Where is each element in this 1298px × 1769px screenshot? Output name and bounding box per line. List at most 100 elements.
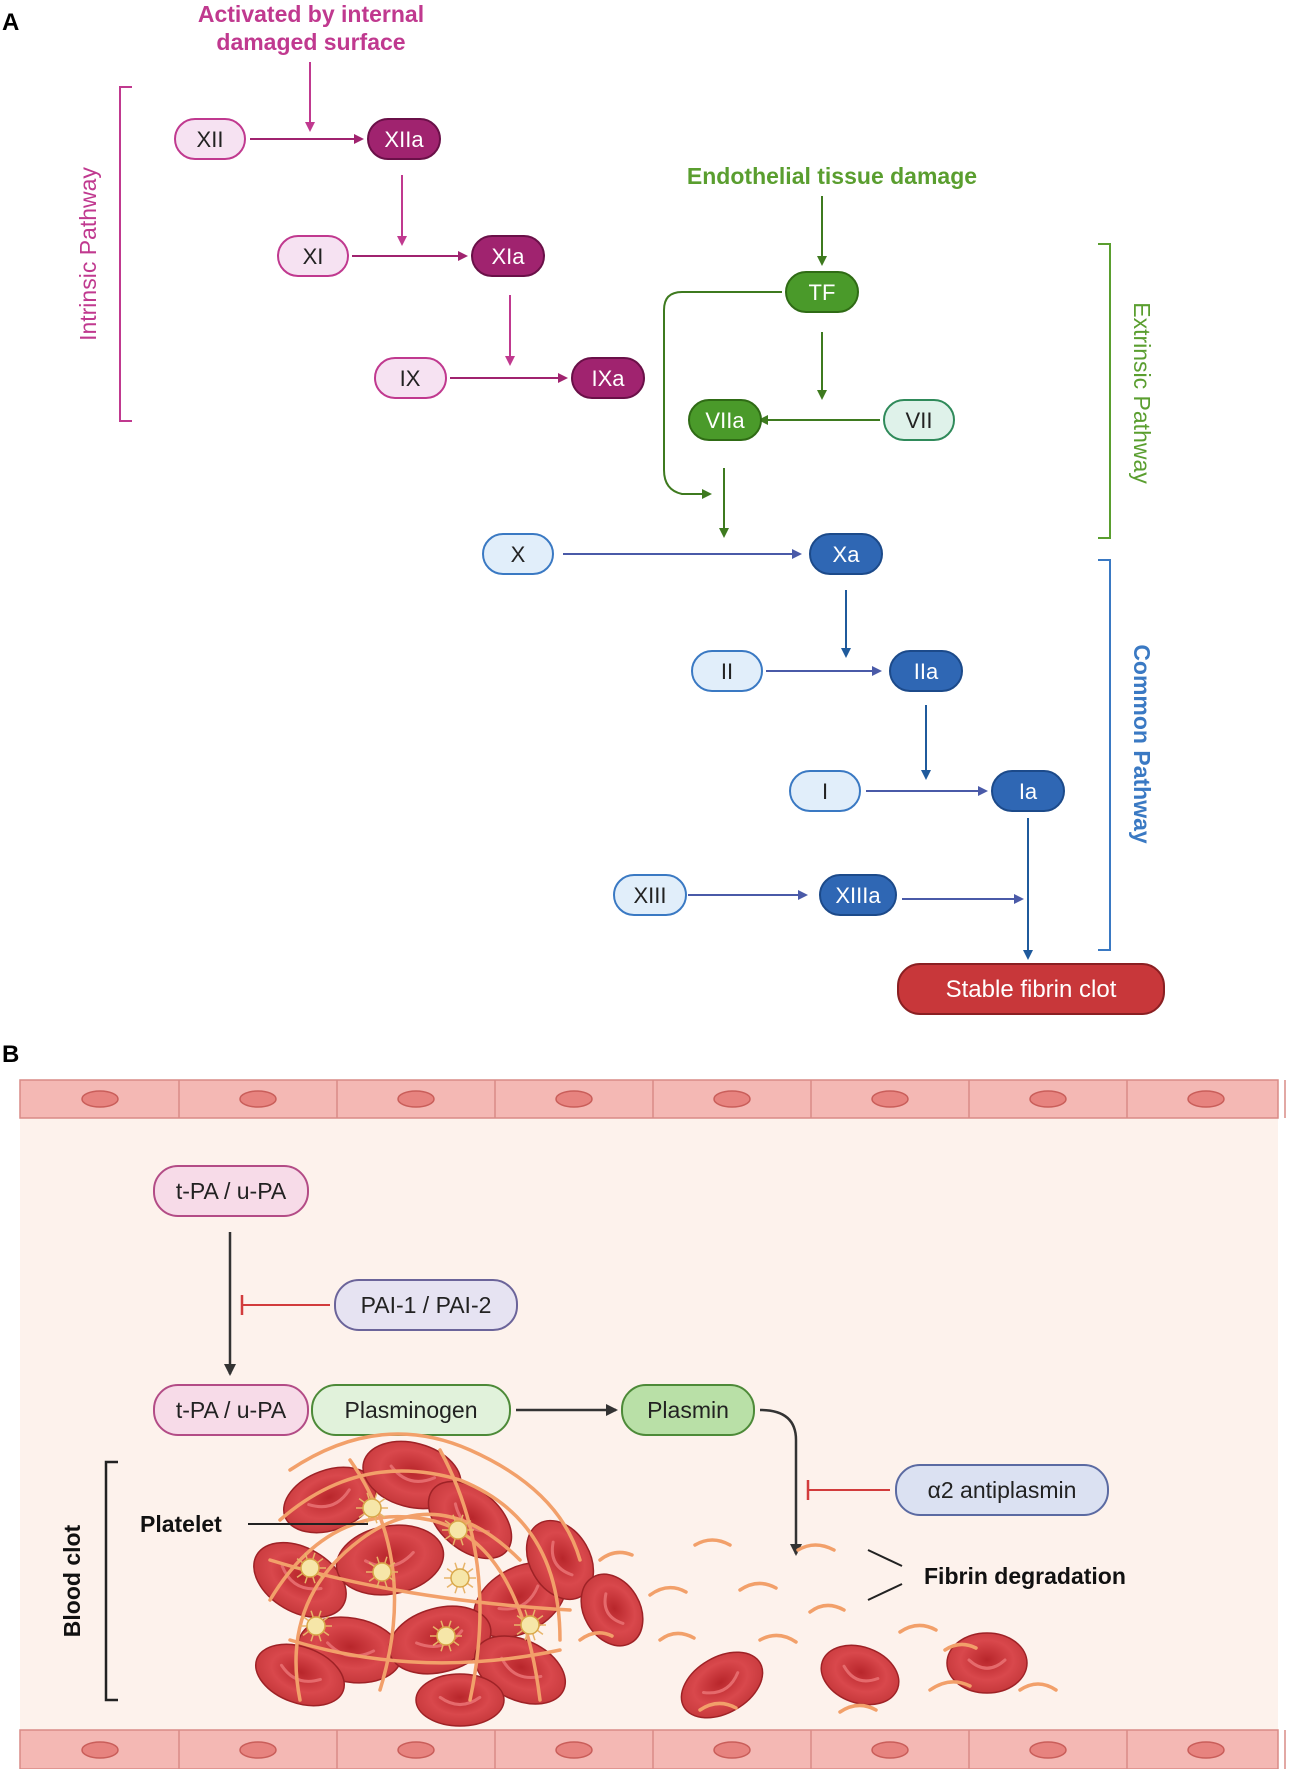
red-blood-cell xyxy=(680,1651,764,1719)
extrinsic-pathway-label: Extrinsic Pathway xyxy=(1129,302,1155,484)
endothelial-nucleus xyxy=(1187,1741,1225,1759)
common-bracket xyxy=(1098,559,1111,951)
endothelial-nucleus xyxy=(871,1090,909,1108)
factor-ix-label: IX xyxy=(400,366,421,391)
factor-xa-node: Xa xyxy=(809,533,883,575)
tissue-factor-node: TF xyxy=(785,271,859,313)
panel-b-label: B xyxy=(2,1041,19,1068)
tpa-upa-free-node: t-PA / u-PA xyxy=(153,1165,309,1217)
factor-i-label: I xyxy=(822,779,828,804)
fibrin-fragment xyxy=(898,1623,938,1634)
factor-vii-label: VII xyxy=(906,408,933,433)
fibrin-strand xyxy=(288,1432,582,1562)
endothelial-nucleus xyxy=(1029,1090,1067,1108)
fibrin-fragment xyxy=(758,1633,798,1644)
intrinsic-trigger-label-line1: Activated by internal xyxy=(198,1,424,27)
factor-xii-node: XII xyxy=(174,118,246,160)
platelet xyxy=(356,1492,388,1524)
factor-xiii-label: XIII xyxy=(633,883,666,908)
platelet-label: Platelet xyxy=(140,1511,222,1537)
plasminogen-node: Plasminogen xyxy=(311,1384,511,1436)
red-blood-cell xyxy=(580,1573,644,1647)
red-blood-cell xyxy=(415,1673,505,1727)
factor-xiia-node: XIIa xyxy=(367,118,441,160)
blood-clot-illustration xyxy=(253,1432,595,1727)
endothelial-nucleus xyxy=(397,1090,435,1108)
fibrin-strand xyxy=(278,1469,562,1642)
red-blood-cell xyxy=(525,1519,595,1601)
plasmin-node: Plasmin xyxy=(621,1384,755,1436)
factor-ia-node: Ia xyxy=(991,770,1065,812)
intrinsic-bracket xyxy=(119,86,132,422)
endothelial-nucleus xyxy=(397,1741,435,1759)
tpa-upa-bound-node: t-PA / u-PA xyxy=(153,1384,309,1436)
fibrin-fragment xyxy=(598,1550,634,1562)
factor-i-node: I xyxy=(789,770,861,812)
stable-fibrin-clot-label: Stable fibrin clot xyxy=(946,976,1117,1003)
arrow-tf-x-bypass xyxy=(663,291,782,499)
fibrin-fragment xyxy=(738,1581,778,1592)
factor-xi-label: XI xyxy=(303,244,324,269)
factor-iia-label: IIa xyxy=(914,659,939,684)
stable-fibrin-clot-node: Stable fibrin clot xyxy=(897,963,1165,1015)
factor-xiia-label: XIIa xyxy=(384,127,424,152)
factor-ixa-label: IXa xyxy=(591,366,625,391)
blood-clot-label: Blood clot xyxy=(59,1524,85,1637)
factor-ia-label: Ia xyxy=(1019,779,1038,804)
fibrin-degradation-label: Fibrin degradation xyxy=(924,1563,1126,1589)
red-blood-cell xyxy=(946,1632,1028,1694)
platelet xyxy=(442,1514,474,1546)
bottom-endothelium xyxy=(19,1729,1286,1769)
endothelial-nucleus xyxy=(713,1741,751,1759)
factor-xi-node: XI xyxy=(277,235,349,277)
endothelial-nucleus xyxy=(81,1090,119,1108)
factor-viia-label: VIIa xyxy=(705,408,745,433)
endothelial-nucleus xyxy=(1029,1741,1067,1759)
factor-ii-label: II xyxy=(721,659,733,684)
fibrin-fragment xyxy=(808,1603,846,1614)
fibrin-strand xyxy=(288,1638,562,1665)
fibrin-fragment xyxy=(693,1538,732,1547)
factor-x-node: X xyxy=(482,533,554,575)
factor-ix-node: IX xyxy=(374,357,447,399)
fibrin-strand xyxy=(348,1458,397,1692)
fibrin-fragment xyxy=(838,1703,878,1714)
endothelial-nucleus xyxy=(555,1741,593,1759)
plasmin-label: Plasmin xyxy=(647,1397,729,1423)
pai-label: PAI-1 / PAI-2 xyxy=(361,1292,492,1318)
fibrin-pointer-upper xyxy=(867,1549,903,1567)
fibrin-pointer-lower xyxy=(867,1583,903,1601)
factor-xia-label: XIa xyxy=(491,244,525,269)
factor-xia-node: XIa xyxy=(471,235,545,277)
pai-node: PAI-1 / PAI-2 xyxy=(334,1279,518,1331)
endothelial-nucleus xyxy=(713,1090,751,1108)
extrinsic-bracket xyxy=(1098,243,1111,539)
endothelial-nucleus xyxy=(555,1090,593,1108)
endothelial-nucleus xyxy=(1187,1090,1225,1108)
endothelial-nucleus xyxy=(239,1741,277,1759)
blood-clot-bracket xyxy=(104,1460,118,1702)
factor-viia-node: VIIa xyxy=(688,399,762,441)
top-endothelium xyxy=(19,1079,1286,1119)
endothelial-nucleus xyxy=(871,1741,909,1759)
platelet xyxy=(366,1556,398,1588)
platelet xyxy=(514,1609,546,1641)
fibrin-fragment xyxy=(698,1701,738,1712)
tpa-upa-free-label: t-PA / u-PA xyxy=(176,1178,287,1204)
intrinsic-trigger-label-line2: damaged surface xyxy=(216,29,405,55)
fibrin-fragment xyxy=(796,1543,836,1552)
tissue-factor-label: TF xyxy=(809,280,836,305)
fibrin-strand xyxy=(438,1448,482,1702)
arrow-plasmin-fibrin xyxy=(759,1408,802,1556)
platelet xyxy=(294,1552,326,1584)
platelet xyxy=(444,1562,476,1594)
intrinsic-pathway-label: Intrinsic Pathway xyxy=(75,167,101,341)
platelet xyxy=(300,1610,332,1642)
factor-vii-node: VII xyxy=(883,399,955,441)
red-blood-cell xyxy=(820,1644,900,1706)
factor-xa-label: Xa xyxy=(833,542,861,567)
fibrin-fragment xyxy=(578,1631,614,1642)
fibrin-fragment xyxy=(1018,1682,1058,1692)
factor-xiii-node: XIII xyxy=(613,874,687,916)
factor-ixa-node: IXa xyxy=(571,357,645,399)
